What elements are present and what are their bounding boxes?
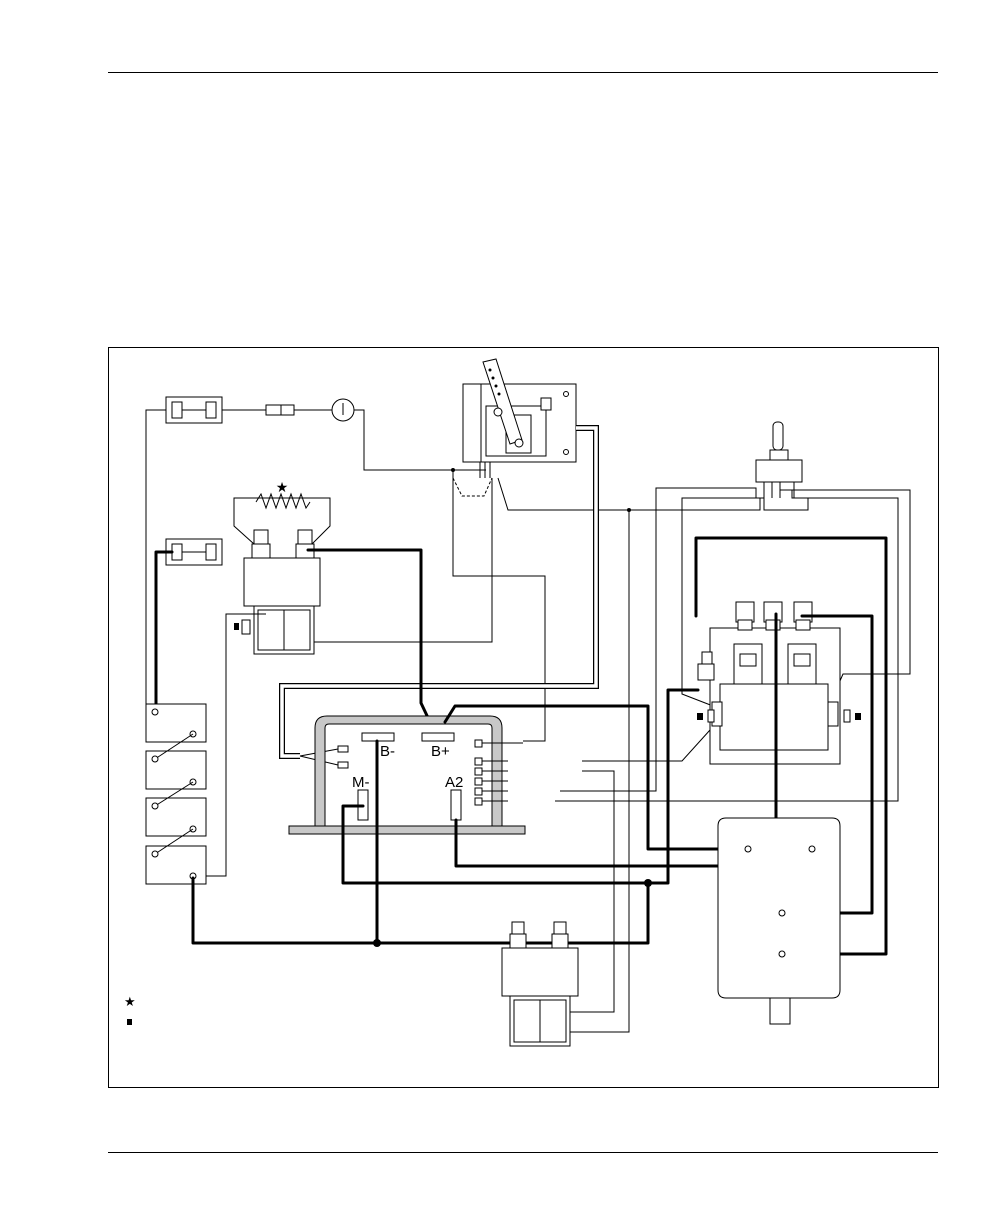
direction-contactor [698, 602, 850, 764]
terminal-a2: A2 [445, 774, 463, 791]
drive-motor [718, 818, 840, 1024]
accelerator-pedal [453, 359, 576, 496]
battery-pack [146, 704, 206, 884]
diode [266, 405, 294, 415]
fuse-top [166, 397, 222, 423]
terminal-m-minus: M- [352, 774, 370, 791]
fuse-power [166, 539, 222, 565]
terminal-b-plus: B+ [431, 743, 450, 760]
line-contactor: ★ [234, 480, 330, 654]
terminal-b-minus: B- [380, 743, 395, 760]
main-contactor [502, 922, 578, 1046]
motor-controller [289, 716, 525, 834]
key-switch [332, 399, 354, 421]
legend-star: ★ [124, 995, 136, 1010]
legend-square [127, 1019, 132, 1025]
star-marker: ★ [276, 480, 289, 496]
direction-switch [756, 422, 802, 498]
